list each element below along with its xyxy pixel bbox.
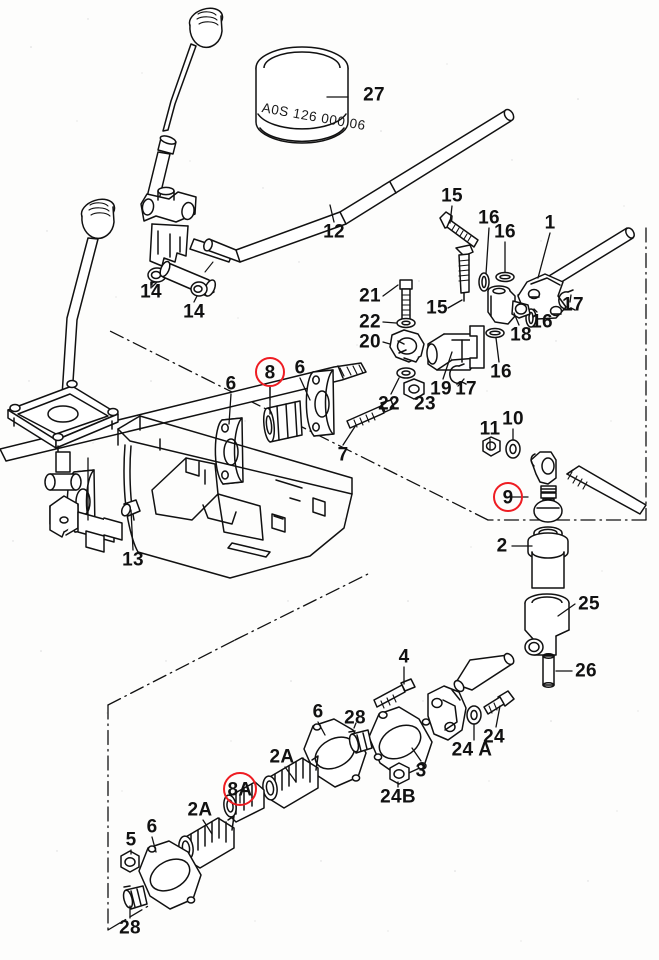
selector-rod-part-9: [530, 451, 563, 523]
section-boundary-lower: [107, 571, 373, 931]
label-15-a: 15: [441, 185, 463, 207]
label-5: 5: [125, 829, 137, 851]
coupler-part-19: [426, 325, 485, 371]
label-25: 25: [578, 593, 600, 615]
washer-part-24a: [466, 705, 482, 725]
label-22-a: 22: [359, 311, 381, 333]
label-16-c: 16: [531, 311, 553, 333]
nut-part-24b: [389, 762, 410, 785]
bolt-part-24: [483, 690, 515, 715]
clamp-part-20: [389, 329, 425, 363]
label-23: 23: [414, 393, 436, 415]
callout-circle-9[interactable]: [493, 482, 523, 512]
bolt-part-7: [346, 399, 395, 429]
label-12: 12: [323, 221, 345, 243]
label-28-a: 28: [344, 707, 366, 729]
bolt-part-15-lower: [455, 244, 474, 302]
washer-part-10: [505, 439, 521, 459]
oring-part-16-a: [478, 272, 490, 292]
shift-rod-part-12: [203, 108, 515, 263]
nut-part-11: [482, 436, 501, 457]
label-2a-a: 2A: [269, 746, 295, 768]
transmission-tunnel: [117, 415, 353, 579]
nut-part-5: [120, 850, 140, 873]
label-13: 13: [122, 549, 144, 571]
label-16-b: 16: [494, 221, 516, 243]
label-11: 11: [479, 418, 501, 440]
label-1: 1: [544, 212, 556, 234]
label-16-a: 16: [478, 207, 500, 229]
label-24a: 24 A: [451, 739, 493, 761]
callout-label-9: 9: [502, 487, 514, 509]
washer-part-22-upper: [396, 317, 416, 329]
bolt-part-15-upper: [439, 211, 479, 248]
label-22-b: 22: [378, 393, 400, 415]
label-24b: 24B: [380, 786, 416, 808]
nut-part-23: [403, 378, 425, 400]
gasket-part-6-bottom: [138, 840, 202, 910]
rod-lower-section: [453, 652, 515, 693]
flange-part-3: [368, 706, 433, 778]
label-19: 19: [430, 378, 452, 400]
clamp-part-28-upper: [348, 729, 373, 754]
label-28-b: 28: [119, 917, 141, 939]
callout-circle-8a[interactable]: [223, 772, 257, 806]
callout-label-8: 8: [264, 362, 276, 384]
washer-part-22-lower: [396, 367, 416, 379]
label-6-a: 6: [225, 373, 237, 395]
bolt-part-4: [373, 678, 416, 709]
label-6-b: 6: [294, 357, 306, 379]
label-18: 18: [510, 324, 532, 346]
label-3: 3: [415, 760, 427, 782]
label-16-d: 16: [490, 361, 512, 383]
label-15-b: 15: [426, 297, 448, 319]
label-14-b: 14: [183, 301, 205, 323]
label-6-c: 6: [312, 701, 324, 723]
callout-circle-8[interactable]: [255, 357, 285, 387]
clip-part-17-mid: [449, 363, 467, 385]
leader-lines: [129, 96, 576, 919]
label-21: 21: [359, 285, 381, 307]
label-24: 24: [483, 726, 505, 748]
clamp-part-28-bottom: [122, 885, 148, 910]
oring-part-16-b: [495, 271, 515, 283]
callout-label-8a: 8A: [227, 779, 253, 801]
lever-bracket: [427, 685, 467, 741]
shift-lever-primary: [140, 7, 224, 289]
bushing-part-2: [527, 526, 569, 589]
sleeve-part-27: [255, 46, 349, 144]
elbow-part-25: [524, 593, 570, 656]
label-17-a: 17: [562, 294, 584, 316]
label-26: 26: [575, 660, 597, 682]
rod-part-1: [517, 227, 635, 320]
label-2a-b: 2A: [187, 799, 213, 821]
joint-part-18: [487, 285, 531, 325]
label-6-d: 6: [146, 816, 158, 838]
shift-lever-secondary: [61, 198, 116, 398]
clip-part-17-right: [558, 289, 576, 311]
oring-part-16-d: [485, 327, 505, 339]
label-14-a: 14: [140, 281, 162, 303]
label-20: 20: [359, 331, 381, 353]
pin-part-26: [542, 653, 555, 688]
label-27: 27: [363, 84, 385, 106]
label-10: 10: [502, 408, 524, 430]
label-4: 4: [398, 646, 410, 668]
shift-housing-assembly: [7, 379, 123, 553]
bolt-part-21: [399, 279, 413, 322]
label-17-b: 17: [455, 378, 477, 400]
label-7: 7: [337, 444, 349, 466]
threaded-shaft: [566, 465, 647, 515]
label-2: 2: [496, 535, 508, 557]
